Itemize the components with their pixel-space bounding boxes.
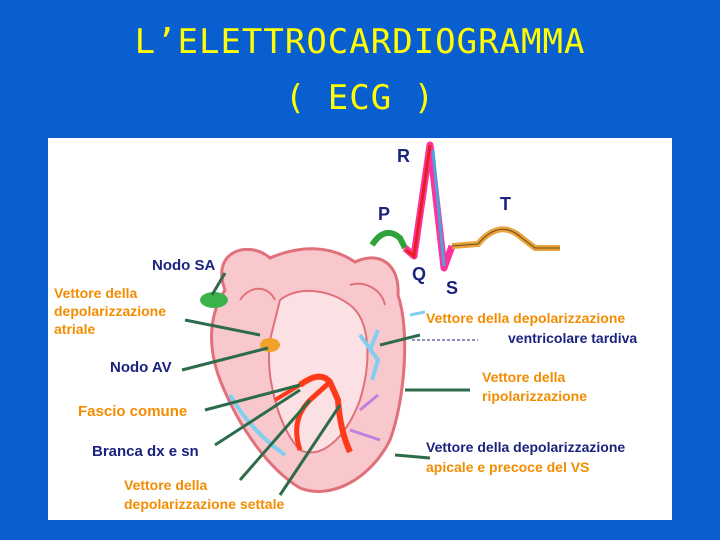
label-ventricolare-1: Vettore della depolarizzazione [426, 310, 625, 326]
vector-pointers [181, 272, 470, 496]
wave-label-s: S [446, 278, 458, 298]
label-settale-1: Vettore della [124, 477, 207, 493]
label-fascio-comune: Fascio comune [78, 403, 187, 420]
wave-label-t: T [500, 194, 511, 214]
label-ripol-1: Vettore della [482, 369, 565, 385]
label-settale-2: depolarizzazione settale [124, 496, 284, 512]
wave-label-r: R [397, 146, 410, 166]
slide-subtitle: ( ECG ) [284, 78, 436, 118]
label-apicale-1: Vettore della depolarizzazione [426, 439, 625, 455]
label-ventricolare-2: ventricolare tardiva [508, 330, 637, 346]
ecg-trace [369, 141, 560, 272]
ventricular-arrow [409, 310, 426, 317]
label-atriale-2: depolarizzazione [54, 303, 166, 319]
heart-illustration [200, 247, 407, 493]
sa-node-icon [200, 292, 228, 308]
label-nodo-av: Nodo AV [110, 359, 172, 376]
label-branca: Branca dx e sn [92, 443, 199, 460]
wave-label-q: Q [412, 264, 426, 284]
slide-title: L’ELETTROCARDIOGRAMMA [134, 22, 586, 62]
label-atriale-3: atriale [54, 321, 95, 337]
label-atriale-1: Vettore della [54, 285, 137, 301]
label-apicale-2: apicale e precoce del VS [426, 459, 589, 475]
wave-label-p: P [378, 204, 390, 224]
label-ripol-2: ripolarizzazione [482, 388, 587, 404]
label-nodo-sa: Nodo SA [152, 257, 215, 274]
